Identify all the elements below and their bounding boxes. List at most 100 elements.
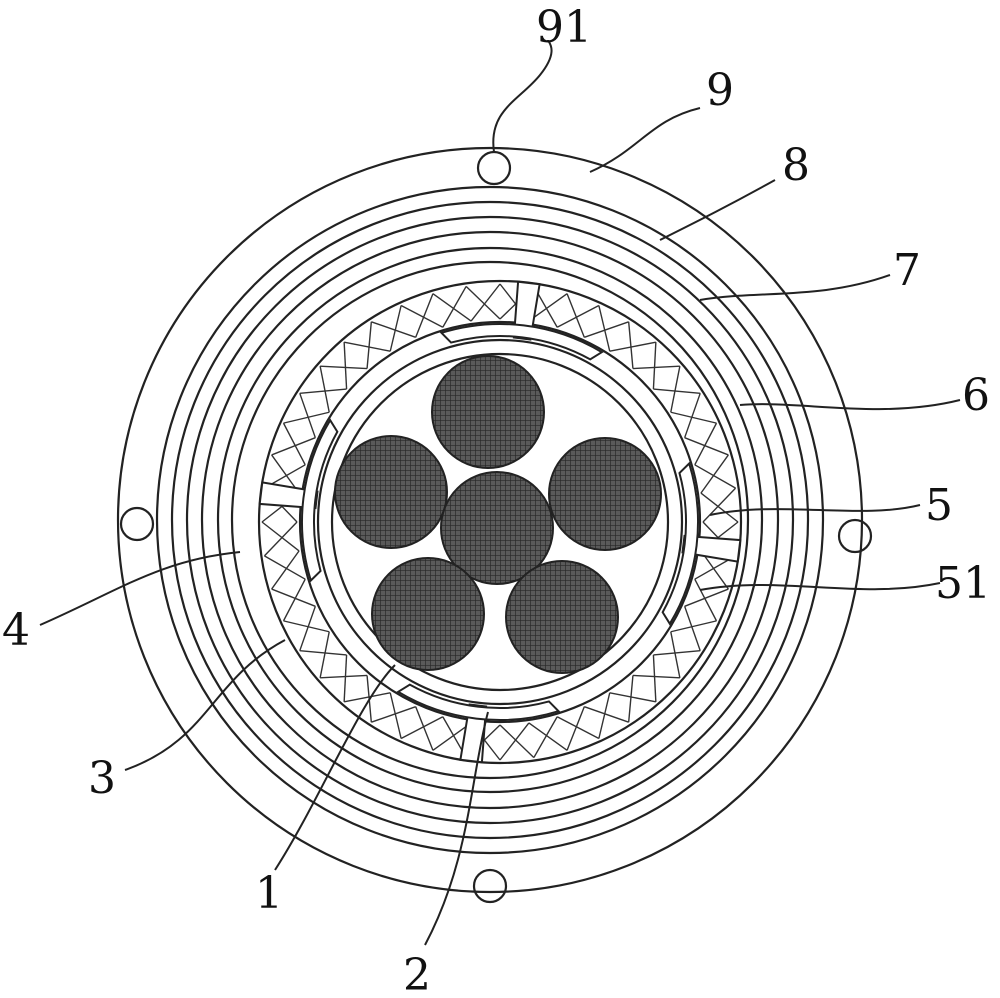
lattice-strut [627,675,634,723]
lattice-strut [694,578,718,622]
lattice-strut [263,521,298,557]
label-9: 9 [706,65,734,116]
lattice-strut [652,342,657,390]
lattice-strut [271,550,300,590]
leader-5 [709,504,921,516]
lattice-strut [470,283,501,322]
conductor-right [548,437,662,551]
label-91: 91 [536,2,592,53]
lattice-strut [271,454,300,494]
lattice-strut [415,706,434,751]
lattice-strut [533,716,558,758]
leader-7 [699,274,891,301]
rib-arc-shoe [661,461,699,626]
lattice-ring-outer [257,279,743,765]
lattice-strut [400,304,444,328]
lattice-strut [694,464,736,489]
lattice-strut [700,492,739,523]
lattice-strut [261,521,300,552]
layer-8-inner-ring [185,215,795,825]
mounting-hole-right [837,518,873,554]
lattice-strut [627,321,634,369]
label-6: 6 [962,370,990,421]
lattice-strut [320,674,368,679]
lattice-strut [432,722,472,751]
label-7: 7 [893,245,921,296]
lattice-strut [299,606,317,651]
lattice-strut [670,620,717,633]
lattice-strut [556,716,600,740]
layer-6-inner-ring [230,260,750,780]
lattice-strut [343,654,348,702]
lattice-strut [609,692,656,703]
lattice-strut [632,674,680,679]
leader-4 [39,551,241,626]
conductor-top [431,355,545,469]
rib-arc-shoe [396,683,561,721]
leader-3 [124,639,286,771]
lattice-strut [652,654,657,702]
lattice-strut [264,555,306,580]
conductors [334,355,662,674]
layer-6-outer-ring [216,246,764,794]
inner-insulation-inner-ring [330,352,670,692]
support-lattice-ring [257,279,743,765]
lattice-strut [344,341,391,352]
lattice-strut [366,321,373,369]
lattice-strut [465,285,501,320]
lattice-strut [566,293,585,338]
sheath-inner-ring [155,185,825,855]
leader-91 [492,39,553,153]
lattice-strut [400,716,444,740]
lattice-strut [271,437,316,456]
lattice-strut [299,393,317,438]
lattice-strut [694,422,718,466]
conductor-center [440,471,554,585]
leader-lines [39,39,961,946]
lattice-strut [683,393,701,438]
leader-8 [659,179,776,241]
lattice-strut [389,692,402,739]
leader-1 [274,664,396,871]
lattice-strut [670,366,681,413]
lattice-strut [271,588,316,607]
label-3: 3 [88,753,116,804]
layer-7-inner-ring [200,230,780,810]
lattice-strut [389,305,402,352]
lattice-strut [371,705,416,723]
lattice-strut [632,365,680,370]
lattice-strut [282,578,306,622]
outer-sheath-ring [116,146,864,894]
lattice-strut [499,724,535,759]
lattice-strut [415,293,434,338]
conductor-bottom-left [371,557,485,671]
lattice-strut [299,388,347,395]
lattice-strut [684,437,729,456]
conductor-left [334,435,448,549]
lattice-strut [528,722,568,751]
layer-8-outer-ring [170,200,810,840]
lattice-strut [319,366,330,413]
lattice-strut [653,649,701,656]
lattice-strut [683,606,701,651]
lattice-strut [528,293,568,322]
lattice-strut [584,705,629,723]
lattice-strut [653,388,701,395]
lattice-strut [700,454,729,494]
lattice-strut [598,692,611,739]
conductor-bottom-right [505,560,619,674]
lattice-strut [598,305,611,352]
lattice-strut [343,342,348,390]
lattice-strut [282,422,306,466]
lattice-strut [371,321,416,339]
lattice-strut [700,550,729,590]
lattice-strut [670,631,681,678]
lattice-strut [684,588,729,607]
label-1: 1 [255,868,283,919]
leader-6 [739,399,961,411]
lattice-strut [283,620,330,633]
mounting-hole-left [119,506,155,542]
inner-insulation-outer-ring [316,338,684,706]
lattice-ring-inner [298,320,702,724]
